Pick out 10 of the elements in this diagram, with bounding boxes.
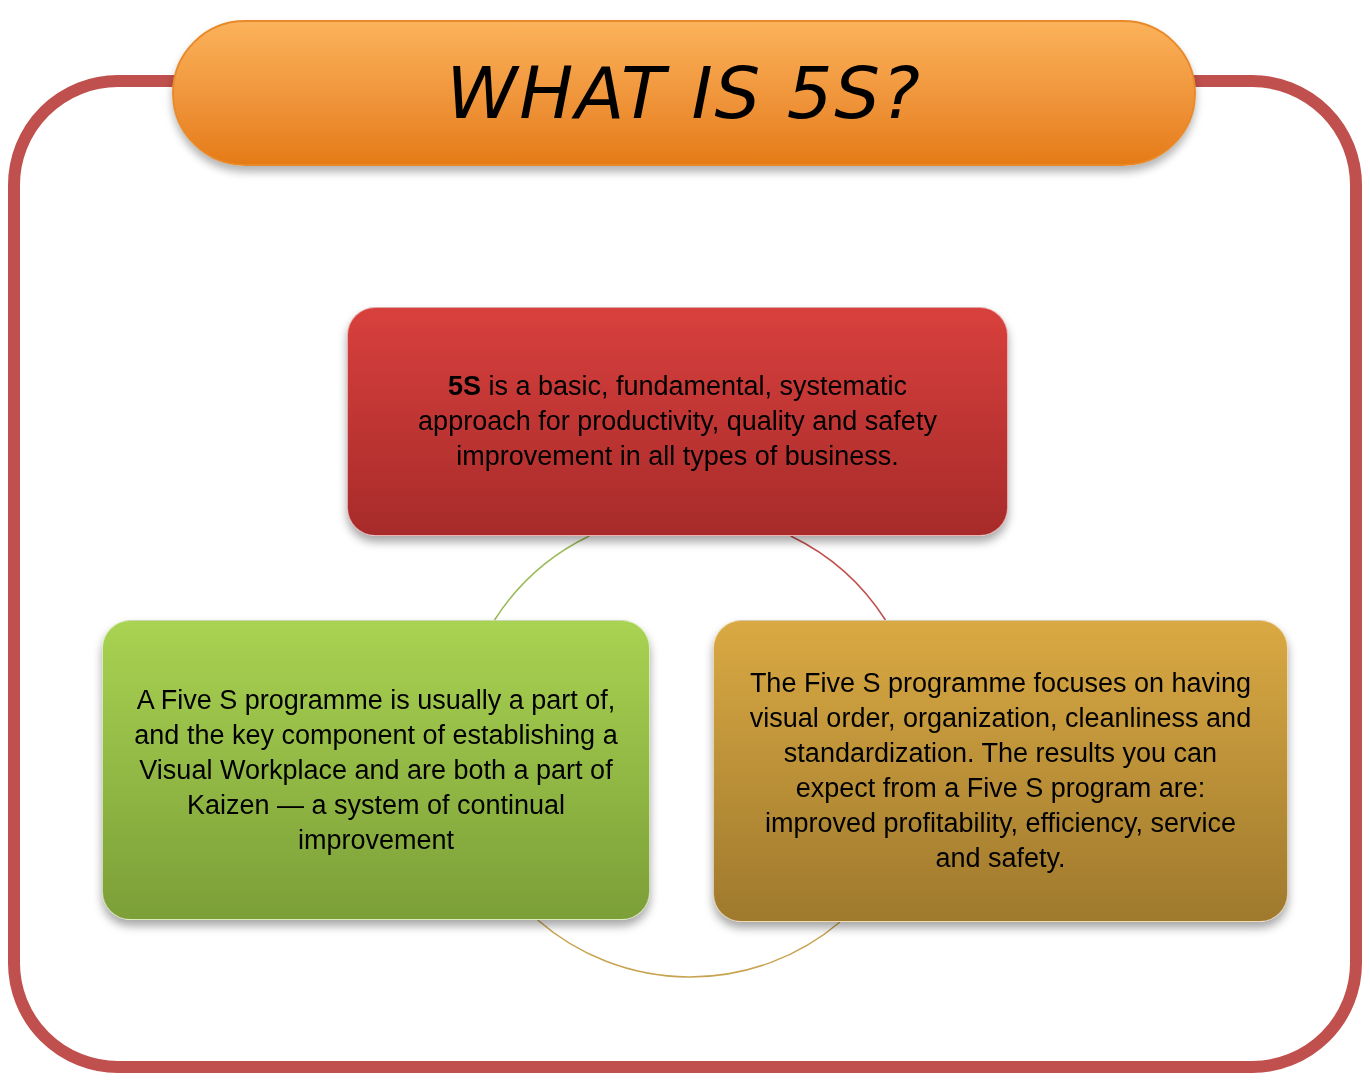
connector-arc — [493, 535, 591, 621]
connector-arc — [536, 919, 841, 978]
text-box — [347, 307, 1008, 536]
connector-arc — [789, 535, 887, 621]
description-text: 5S is a basic, fundamental, systematic approach for productivity, quality and safety improvement in all types of business. — [417, 370, 938, 473]
text-box — [713, 620, 1288, 922]
description-text: A Five S programme is usually a part of, and the key component of establishing a Visual Workplace and are both a part of Kaizen — a system of continual improvement — [133, 683, 619, 857]
text-box — [102, 620, 650, 920]
title-text: WHAT IS 5S? — [446, 50, 922, 137]
description-text: The Five S programme focuses on having visual order, organization, cleanliness and standardization. The results you can expect from a Five S program are: improved profitability, efficiency, service and safety. — [748, 667, 1253, 875]
